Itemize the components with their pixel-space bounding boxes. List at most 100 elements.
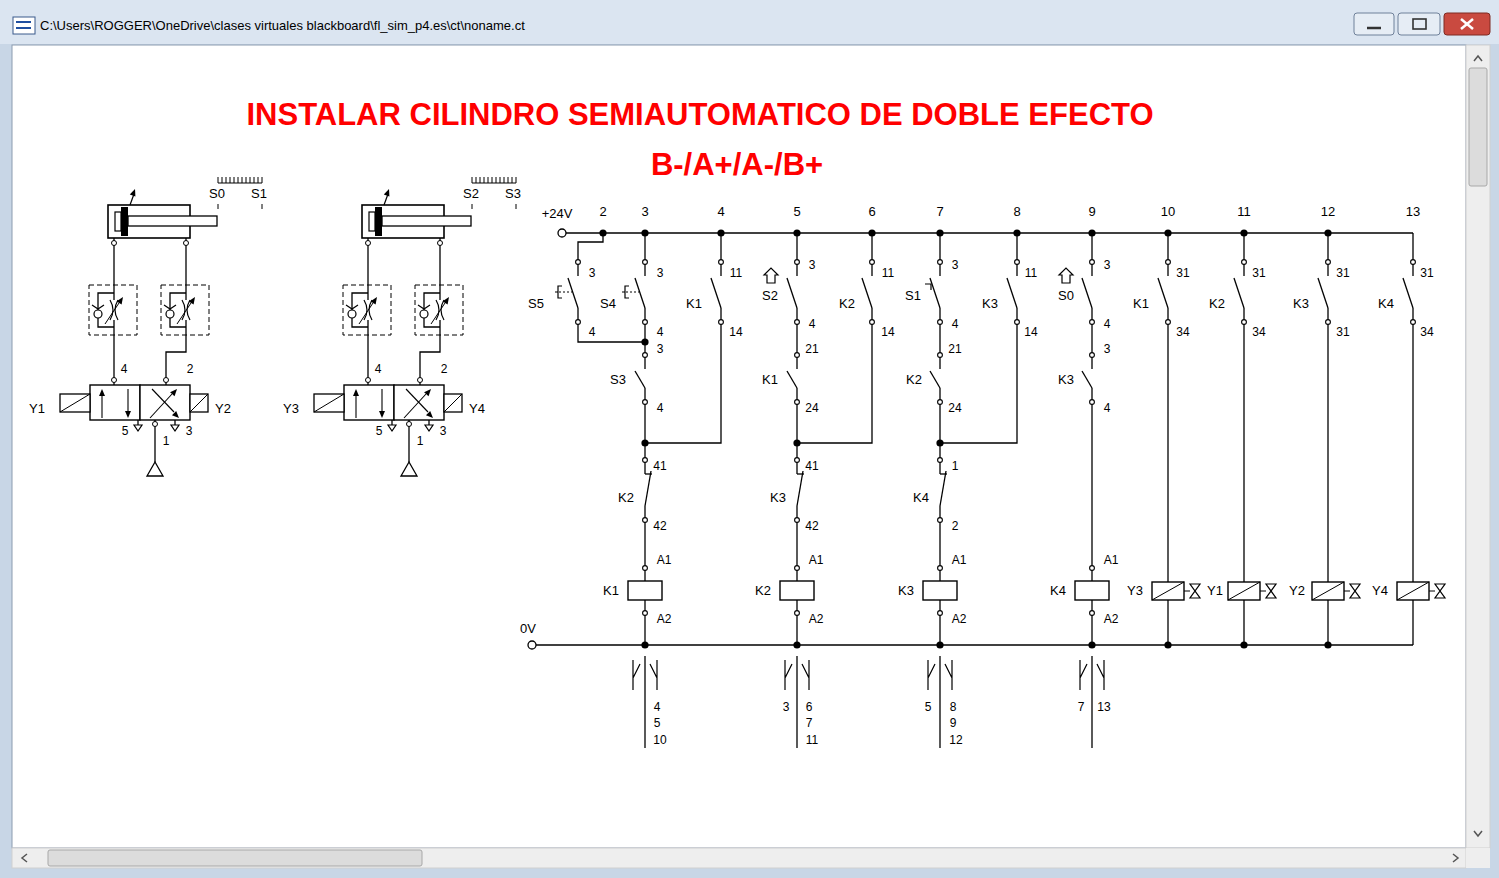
pin-terminal	[643, 353, 648, 358]
wire	[1091, 322, 1092, 355]
contact-blade	[862, 278, 872, 308]
circuit-label: 4	[120, 363, 129, 376]
circuit-label: 4	[716, 205, 725, 219]
wire	[1327, 600, 1328, 645]
flow-arrow	[406, 389, 428, 412]
wire	[1091, 520, 1092, 581]
circuit-label: 31	[1419, 267, 1434, 280]
circuit-label: 34	[1175, 326, 1190, 339]
circuit-label: 9	[949, 717, 958, 730]
junction-dot	[1088, 229, 1095, 236]
contact-blade	[930, 371, 940, 388]
circuit-label: 13	[1096, 701, 1111, 714]
contact-map	[945, 660, 952, 690]
contact-blade	[930, 278, 940, 308]
circuit-label: 9	[1087, 205, 1096, 219]
contact-blade	[1403, 278, 1413, 308]
circuit-label: 7	[1077, 701, 1086, 714]
circuit-label: 3	[656, 267, 665, 280]
wire	[644, 600, 645, 645]
pin-terminal	[576, 320, 581, 325]
contact-blade	[1318, 278, 1328, 308]
pin-terminal	[643, 611, 648, 616]
relay-coil	[1075, 581, 1109, 600]
circuit-label: 11	[1024, 267, 1038, 280]
circuit-label: S1	[904, 289, 922, 303]
pin-terminal	[643, 320, 648, 325]
junction-dot	[717, 229, 724, 236]
wire	[939, 600, 940, 645]
minimize-button	[1354, 13, 1394, 35]
pin-terminal	[870, 260, 875, 265]
circuit-label: 24	[804, 402, 819, 415]
junction-dot	[1240, 229, 1247, 236]
app-icon-mark	[16, 27, 31, 29]
port	[407, 422, 412, 427]
circuit-label: A2	[951, 613, 968, 626]
pin-terminal	[1326, 320, 1331, 325]
wire	[1243, 322, 1244, 582]
circuit-label: K3	[897, 584, 915, 598]
adjust-arrow	[359, 300, 375, 324]
pin-terminal	[643, 566, 648, 571]
air-supply	[401, 462, 417, 476]
circuit-label: 3	[808, 259, 817, 272]
scroll-arrow	[1474, 831, 1482, 836]
exhaust	[134, 425, 142, 431]
arrow-head	[189, 295, 198, 304]
circuit-label: S2	[462, 187, 480, 201]
scale-tick	[480, 177, 481, 183]
solenoid	[314, 394, 344, 412]
circuit-label: 31	[1251, 267, 1266, 280]
circuit-label: Y4	[1371, 584, 1389, 598]
check-seat	[346, 305, 358, 309]
limit-switch-actuator	[1059, 268, 1073, 283]
throttle	[110, 300, 113, 320]
circuit-label: 2	[186, 363, 195, 376]
scale-tick	[226, 177, 227, 183]
solenoid-winding	[1152, 582, 1184, 600]
circuit-label: 31	[1175, 267, 1190, 280]
circuit-label: 10	[652, 734, 667, 747]
wire	[1091, 233, 1092, 262]
pneumatic-circuit	[314, 177, 516, 476]
solenoid-winding	[1312, 582, 1344, 600]
throttle	[364, 300, 367, 320]
junction-dot	[1088, 641, 1095, 648]
contact-blade	[711, 278, 721, 308]
ladder-symbols	[528, 229, 1445, 690]
ladder-wires	[536, 233, 1413, 748]
exhaust	[388, 425, 396, 431]
circuit-label: 31	[1335, 326, 1350, 339]
wire	[939, 322, 940, 355]
circuit-label: 14	[880, 326, 895, 339]
pin-terminal	[1326, 260, 1331, 265]
arrow-head	[353, 389, 359, 396]
pin-terminal	[795, 400, 800, 405]
cushion	[115, 212, 121, 231]
wire	[939, 656, 940, 748]
close-button	[1444, 13, 1490, 35]
solenoid-winding	[444, 394, 462, 412]
junction-dot	[793, 641, 800, 648]
circuit-label: K2	[1208, 297, 1226, 311]
limit-switch-actuator	[764, 268, 778, 283]
pin-terminal	[1242, 320, 1247, 325]
port	[112, 241, 117, 246]
circuit-label: 4	[1103, 318, 1112, 331]
wire	[1412, 600, 1413, 645]
relay-coil	[780, 581, 814, 600]
wire	[796, 520, 797, 581]
arrow-head	[426, 411, 435, 420]
circuit-label: 8	[1012, 205, 1021, 219]
check-seat	[92, 305, 104, 309]
wire	[1327, 322, 1328, 582]
canvas	[12, 45, 1466, 848]
contact-blade	[635, 278, 645, 308]
throttle	[369, 300, 372, 320]
exhaust-pipe	[137, 420, 138, 425]
circuit-label: 2	[440, 363, 449, 376]
scroll-thumb	[48, 850, 422, 866]
circuit-label: 3	[656, 343, 665, 356]
